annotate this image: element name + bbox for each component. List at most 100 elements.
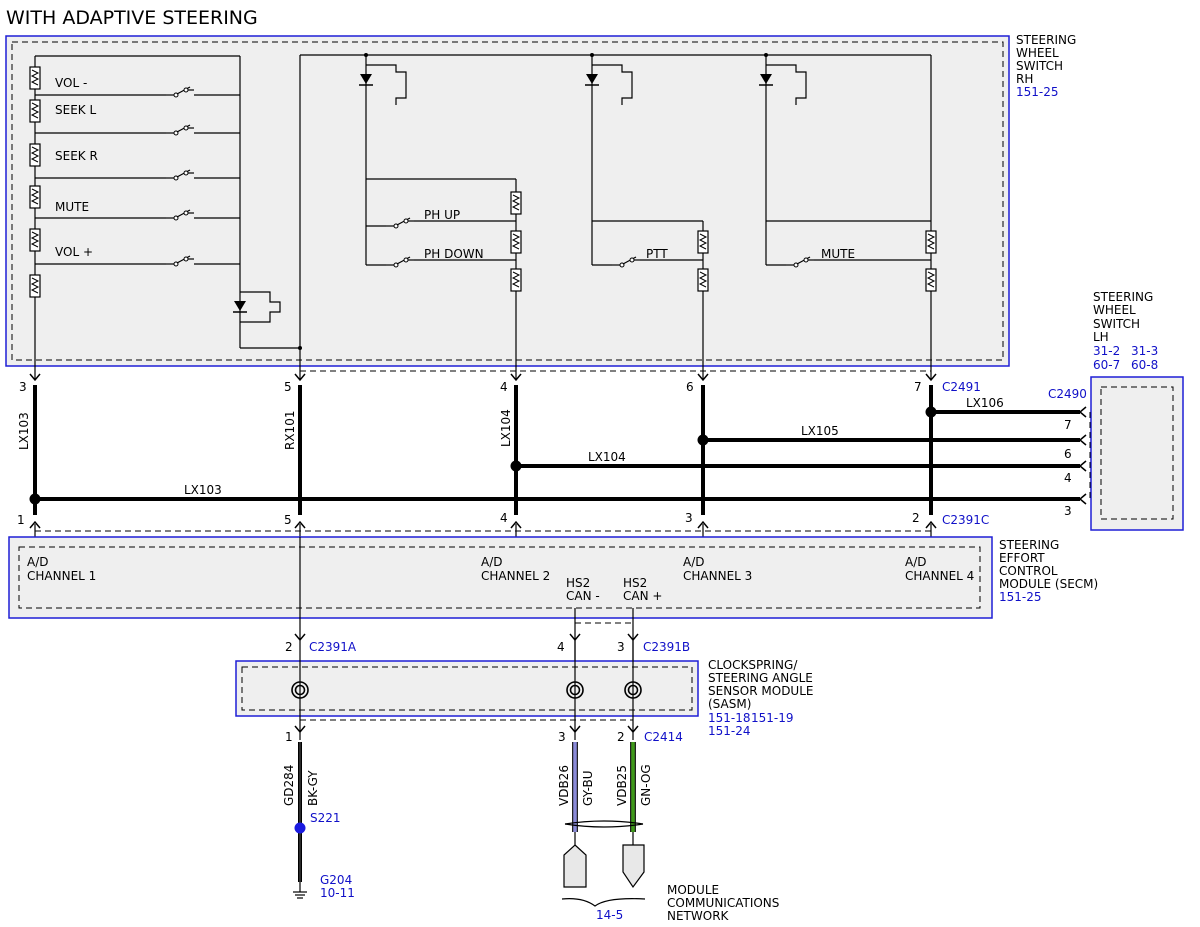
connector-c2491: 3 5 4 6 7 C2491: [19, 370, 981, 394]
svg-text:SENSOR MODULE: SENSOR MODULE: [708, 684, 813, 698]
svg-text:CLOCKSPRING/: CLOCKSPRING/: [708, 658, 798, 672]
wire-color: GY-BU: [581, 770, 595, 806]
sasm-ref: 151-18: [708, 711, 751, 725]
circuit-label: LX103: [184, 483, 222, 497]
secm-module: A/D CHANNEL 1 A/D CHANNEL 2 A/D CHANNEL …: [8, 536, 993, 640]
svg-text:LH: LH: [1093, 330, 1109, 344]
secm-ref: 151-25: [999, 590, 1042, 604]
secm-label: STEERING EFFORT CONTROL MODULE (SECM) 15…: [999, 538, 1098, 604]
pin-number: 3: [617, 640, 625, 654]
svg-text:RH: RH: [1016, 72, 1033, 86]
switch-seek-l: SEEK L: [35, 103, 240, 136]
steering-wheel-switch-rh: [5, 35, 1010, 367]
svg-text:(SASM): (SASM): [708, 697, 751, 711]
sasm-ref: 151-19: [751, 711, 794, 725]
circuit-label: LX105: [801, 424, 839, 438]
pin-number: 3: [19, 380, 27, 394]
switch-vol-plus: VOL +: [35, 245, 240, 267]
channel-label: A/D: [683, 555, 705, 569]
pin-number: 6: [1064, 447, 1072, 461]
wire-color: GN-OG: [639, 764, 653, 806]
circuit-label: LX104: [588, 450, 626, 464]
pin-number: 1: [17, 513, 25, 527]
lh-switch-label: STEERING WHEEL SWITCH LH 31-2 31-3 60-7 …: [1093, 290, 1158, 372]
pin-number: 6: [686, 380, 694, 394]
channel-label: A/D: [27, 555, 49, 569]
rh-switch-ref: 151-25: [1016, 85, 1059, 99]
pin-number: 2: [285, 640, 293, 654]
svg-text:STEERING: STEERING: [1016, 33, 1076, 47]
sasm-label: CLOCKSPRING/ STEERING ANGLE SENSOR MODUL…: [708, 658, 813, 738]
mute-switch-group-right: MUTE: [758, 55, 937, 380]
circuit-label: LX104: [499, 409, 513, 447]
ground-label: G204: [320, 873, 352, 887]
can-label: CAN +: [623, 589, 662, 603]
connector-c2414: 1 3 2 C2414: [285, 725, 683, 744]
diagram-title: WITH ADAPTIVE STEERING: [6, 7, 258, 29]
svg-text:NETWORK: NETWORK: [667, 909, 730, 923]
circuit-labels: LX103 RX101 LX104 LX103 LX104 LX105 LX10…: [17, 396, 1004, 497]
ground-circuit: S221 GD284 BK-GY G204 10-11: [282, 742, 355, 900]
svg-text:SWITCH: SWITCH: [1093, 317, 1140, 331]
svg-text:WHEEL: WHEEL: [1016, 46, 1059, 60]
pin-number: 3: [1064, 504, 1072, 518]
lh-switch-ref: 60-7: [1093, 358, 1120, 372]
pin-number: 3: [558, 730, 566, 744]
switch-label: SEEK L: [55, 103, 96, 117]
lh-switch-ref: 60-8: [1131, 358, 1158, 372]
connector-label: C2491: [942, 380, 981, 394]
pin-number: 7: [1064, 418, 1072, 432]
pin-number: 4: [500, 511, 508, 525]
svg-text:COMMUNICATIONS: COMMUNICATIONS: [667, 896, 779, 910]
connector-c2490: C2490 7 6 4 3: [1048, 387, 1087, 518]
svg-text:WHEEL: WHEEL: [1093, 303, 1136, 317]
network-ref: 14-5: [596, 908, 623, 922]
ground-ref: 10-11: [320, 886, 355, 900]
wire-color: BK-GY: [306, 770, 320, 806]
channel-label: CHANNEL 2: [481, 569, 550, 583]
svg-text:MODULE: MODULE: [667, 883, 719, 897]
switch-label: PTT: [646, 247, 668, 261]
switch-label: PH UP: [424, 208, 460, 222]
pin-number: 4: [1064, 471, 1072, 485]
switch-seek-r: SEEK R: [35, 149, 240, 181]
lh-switch-ref: 31-3: [1131, 344, 1158, 358]
circuit-label: LX103: [17, 412, 31, 450]
can-label: CAN -: [566, 589, 600, 603]
svg-text:SWITCH: SWITCH: [1016, 59, 1063, 73]
rh-switch-label: STEERING WHEEL SWITCH RH 151-25: [1016, 33, 1076, 99]
top-bus: [298, 53, 931, 380]
connector-label: C2391B: [643, 640, 690, 654]
wire-color: VDB25: [615, 765, 629, 806]
left-resistor-ladder: [29, 55, 300, 380]
connector-label: C2490: [1048, 387, 1087, 401]
channel-label: CHANNEL 4: [905, 569, 974, 583]
splice-dot: [294, 822, 306, 834]
switch-mute-left: MUTE: [35, 200, 240, 221]
switch-label: MUTE: [821, 247, 855, 261]
can-label: HS2: [623, 576, 647, 590]
harness-wires: [29, 385, 1080, 515]
svg-text:CONTROL: CONTROL: [999, 564, 1058, 578]
channel-label: CHANNEL 3: [683, 569, 752, 583]
network-label: MODULE COMMUNICATIONS NETWORK: [667, 883, 779, 923]
connector-label: C2391A: [309, 640, 357, 654]
phone-switch-group: PH UP PH DOWN: [358, 55, 522, 380]
connector-label: C2391C: [942, 513, 989, 527]
pin-number: 4: [500, 380, 508, 394]
sasm-ref: 151-24: [708, 724, 751, 738]
pin-number: 5: [284, 380, 292, 394]
switch-label: VOL -: [55, 76, 87, 90]
svg-text:STEERING: STEERING: [1093, 290, 1153, 304]
ptt-switch-group: PTT: [584, 55, 709, 380]
switch-label: SEEK R: [55, 149, 98, 163]
svg-text:EFFORT: EFFORT: [999, 551, 1045, 565]
switch-label: MUTE: [55, 200, 89, 214]
pin-number: 2: [617, 730, 625, 744]
switch-label: PH DOWN: [424, 247, 484, 261]
channel-label: A/D: [481, 555, 503, 569]
svg-text:STEERING: STEERING: [999, 538, 1059, 552]
circuit-label: VDB26: [557, 765, 571, 806]
steering-wheel-switch-lh: [1079, 376, 1184, 531]
